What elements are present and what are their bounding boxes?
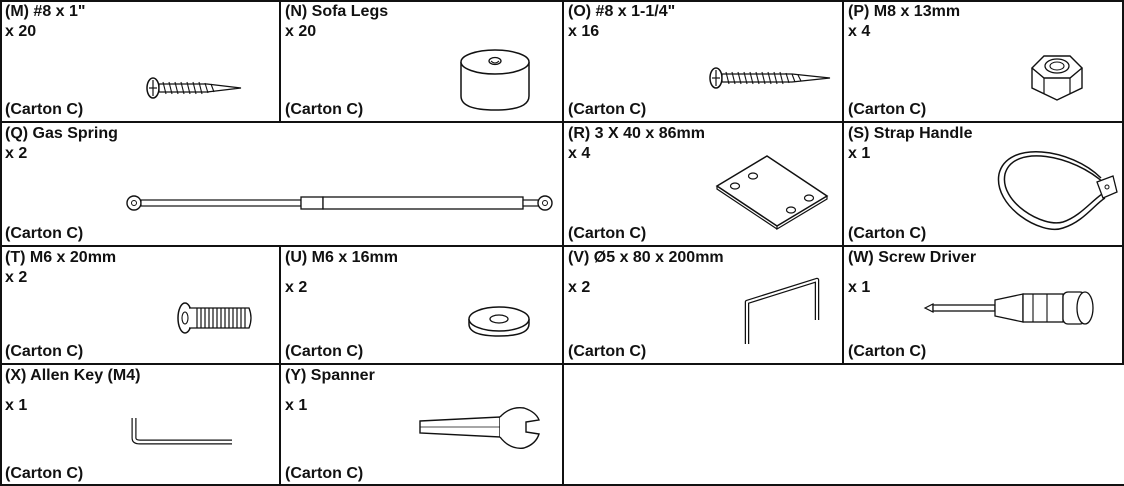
strap-handle-icon <box>993 144 1118 234</box>
part-name: (O) #8 x 1-1/4" <box>568 3 676 20</box>
part-quantity: x 1 <box>848 279 871 296</box>
carton-label: (Carton C) <box>5 101 84 118</box>
carton-label: (Carton C) <box>5 465 84 482</box>
carton-label: (Carton C) <box>285 465 364 482</box>
carton-label: (Carton C) <box>568 343 647 360</box>
part-cell-m: (M) #8 x 1" x 20 (Carton C) <box>0 0 280 122</box>
carton-label: (Carton C) <box>5 343 84 360</box>
part-cell-w: (W) Screw Driver x 1 (Carton C) <box>843 246 1124 364</box>
bolt-icon <box>175 298 255 338</box>
part-name: (Y) Spanner <box>285 367 375 384</box>
part-name: (N) Sofa Legs <box>285 3 389 20</box>
spanner-icon <box>418 404 543 452</box>
part-quantity: x 2 <box>285 279 308 296</box>
part-quantity: x 4 <box>848 23 871 40</box>
long-screw-icon <box>708 60 833 100</box>
part-name: (U) M6 x 16mm <box>285 249 398 266</box>
carton-label: (Carton C) <box>568 225 647 242</box>
part-cell-y: (Y) Spanner x 1 (Carton C) <box>280 364 563 486</box>
carton-label: (Carton C) <box>5 225 84 242</box>
carton-label: (Carton C) <box>568 101 647 118</box>
part-cell-r: (R) 3 X 40 x 86mm x 4 (Carton C) <box>563 122 843 246</box>
part-cell-u: (U) M6 x 16mm x 2 (Carton C) <box>280 246 563 364</box>
part-name: (S) Strap Handle <box>848 125 973 142</box>
part-cell-o: (O) #8 x 1-1/4" x 16 (Carton C) <box>563 0 843 122</box>
carton-label: (Carton C) <box>848 343 927 360</box>
sofa-leg-icon <box>455 40 535 115</box>
part-quantity: x 16 <box>568 23 600 40</box>
part-quantity: x 20 <box>285 23 317 40</box>
part-cell-n: (N) Sofa Legs x 20 (Carton C) <box>280 0 563 122</box>
part-name: (W) Screw Driver <box>848 249 977 266</box>
screwdriver-icon <box>923 288 1098 328</box>
lock-nut-icon <box>1028 46 1086 104</box>
mounting-plate-icon <box>713 150 831 230</box>
part-name: (T) M6 x 20mm <box>5 249 117 266</box>
part-name: (R) 3 X 40 x 86mm <box>568 125 705 142</box>
part-cell-x: (X) Allen Key (M4) x 1 (Carton C) <box>0 364 280 486</box>
gas-spring-icon <box>126 192 554 214</box>
washer-icon <box>466 304 532 338</box>
part-quantity: x 1 <box>848 145 871 162</box>
part-cell-q: (Q) Gas Spring x 2 (Carton C) <box>0 122 563 246</box>
bent-rod-icon <box>741 272 825 350</box>
part-quantity: x 1 <box>5 397 28 414</box>
part-cell-v: (V) Ø5 x 80 x 200mm x 2 (Carton C) <box>563 246 843 364</box>
part-name: (X) Allen Key (M4) <box>5 367 141 384</box>
part-name: (P) M8 x 13mm <box>848 3 961 20</box>
part-cell-s: (S) Strap Handle x 1 (Carton C) <box>843 122 1124 246</box>
part-quantity: x 20 <box>5 23 37 40</box>
part-cell-t: (T) M6 x 20mm x 2 (Carton C) <box>0 246 280 364</box>
part-cell-p: (P) M8 x 13mm x 4 (Carton C) <box>843 0 1124 122</box>
carton-label: (Carton C) <box>848 225 927 242</box>
part-quantity: x 2 <box>5 145 28 162</box>
empty-cell <box>563 364 1124 486</box>
part-name: (M) #8 x 1" <box>5 3 86 20</box>
part-name: (Q) Gas Spring <box>5 125 118 142</box>
allen-key-icon <box>128 414 238 448</box>
part-quantity: x 1 <box>285 397 308 414</box>
part-name: (V) Ø5 x 80 x 200mm <box>568 249 724 266</box>
part-quantity: x 2 <box>5 269 28 286</box>
wood-screw-icon <box>145 68 245 108</box>
carton-label: (Carton C) <box>285 343 364 360</box>
part-quantity: x 4 <box>568 145 591 162</box>
part-quantity: x 2 <box>568 279 591 296</box>
carton-label: (Carton C) <box>848 101 927 118</box>
carton-label: (Carton C) <box>285 101 364 118</box>
